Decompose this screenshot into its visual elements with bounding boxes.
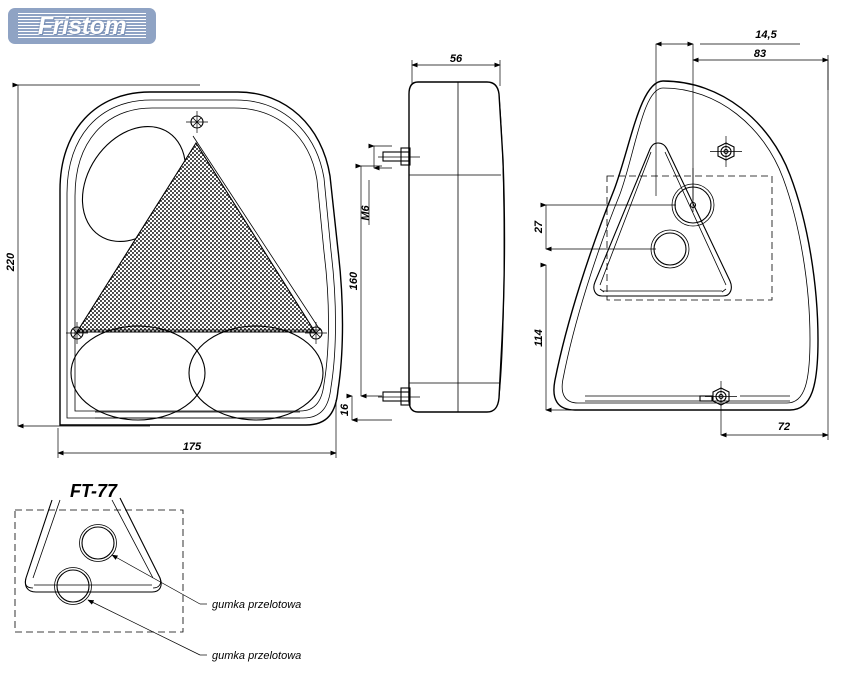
rear-view: 14,5 83 27 114	[533, 29, 829, 440]
side-view: 56 160 M6 16	[339, 53, 506, 423]
detail-view: FT-77 gumka przelotowa	[14, 481, 301, 662]
detail-callout-upper: gumka przelotowa	[111, 554, 301, 611]
dim-label-83: 83	[754, 48, 766, 60]
rear-triangular-boss	[593, 142, 732, 297]
rear-detail-reference-box[interactable]	[606, 175, 773, 301]
dim-label-220: 220	[5, 252, 17, 272]
rear-bottom-tab	[699, 395, 713, 402]
rear-bottom-rim	[585, 395, 790, 402]
side-housing-divider	[409, 174, 501, 384]
logo-wordmark: Fristom	[37, 11, 127, 40]
rear-housing-outline	[553, 80, 819, 411]
detail-boss-outline	[24, 497, 162, 593]
callout-label-upper: gumka przelotowa	[212, 599, 301, 611]
front-housing-inner-outline	[66, 99, 336, 419]
rear-boss-corner-fillets	[599, 288, 727, 293]
dim-label-72: 72	[778, 421, 790, 433]
brand-logo: Fristom	[8, 8, 156, 44]
front-screw-bottom-right	[305, 322, 327, 344]
dim-side-stud-spacing: 160	[348, 163, 382, 399]
detail-boss-inner-edges	[32, 499, 154, 586]
front-bottom-rim	[95, 411, 300, 419]
detail-reference-box[interactable]	[14, 509, 184, 633]
detail-callout-lower: gumka przelotowa	[87, 599, 301, 662]
dim-label-175: 175	[183, 441, 202, 453]
front-triangular-reflector	[76, 135, 321, 333]
dim-front-height: 220	[5, 82, 200, 429]
side-housing-outline	[408, 81, 506, 413]
side-upper-stud	[378, 147, 420, 166]
front-tail-lens	[188, 325, 324, 421]
dim-label-27: 27	[533, 220, 545, 234]
logo-stripes	[18, 13, 146, 39]
front-screw-bottom-left	[66, 322, 88, 344]
front-brake-lens	[70, 325, 206, 421]
front-screw-top-right	[186, 111, 208, 133]
rear-boss-inner-edges	[599, 151, 727, 292]
dim-label-16: 16	[339, 403, 351, 416]
dim-rear-hole-offset: 14,5	[655, 29, 800, 200]
side-housing-back-edge	[498, 93, 505, 399]
dim-rear-grommet-spacing: 27	[533, 202, 676, 252]
detail-view-title: FT-77	[70, 481, 118, 501]
rear-hex-screw-upper	[710, 136, 742, 167]
dim-side-thread: M6	[360, 143, 392, 225]
detail-grommet-hole-lower	[54, 567, 92, 605]
dim-rear-stud-x: 83	[692, 48, 829, 90]
dim-label-114: 114	[533, 329, 545, 347]
dim-side-depth: 56	[411, 53, 501, 86]
dim-side-bottom-offset: 16	[339, 393, 392, 423]
side-lower-stud	[378, 387, 420, 406]
dim-front-width: 175	[57, 400, 337, 458]
callout-label-lower: gumka przelotowa	[212, 650, 301, 662]
dim-rear-stud-y: 114	[533, 262, 600, 413]
dim-label-56: 56	[450, 53, 463, 65]
front-view: 220 175	[5, 82, 344, 458]
dim-label-14-5: 14,5	[755, 29, 777, 41]
rear-grommet-hole-lower	[650, 229, 690, 269]
detail-grommet-hole-upper	[79, 524, 117, 562]
front-housing-outline	[59, 91, 344, 426]
front-housing-lens-edge	[74, 107, 329, 412]
rear-housing-inner	[561, 87, 811, 404]
detail-boss-fillets	[24, 577, 161, 589]
rear-hex-screw-lower	[705, 381, 737, 435]
dim-label-m6: M6	[360, 204, 372, 220]
dim-rear-lower-stud-x: 72	[720, 60, 829, 440]
dim-label-160: 160	[348, 271, 360, 290]
